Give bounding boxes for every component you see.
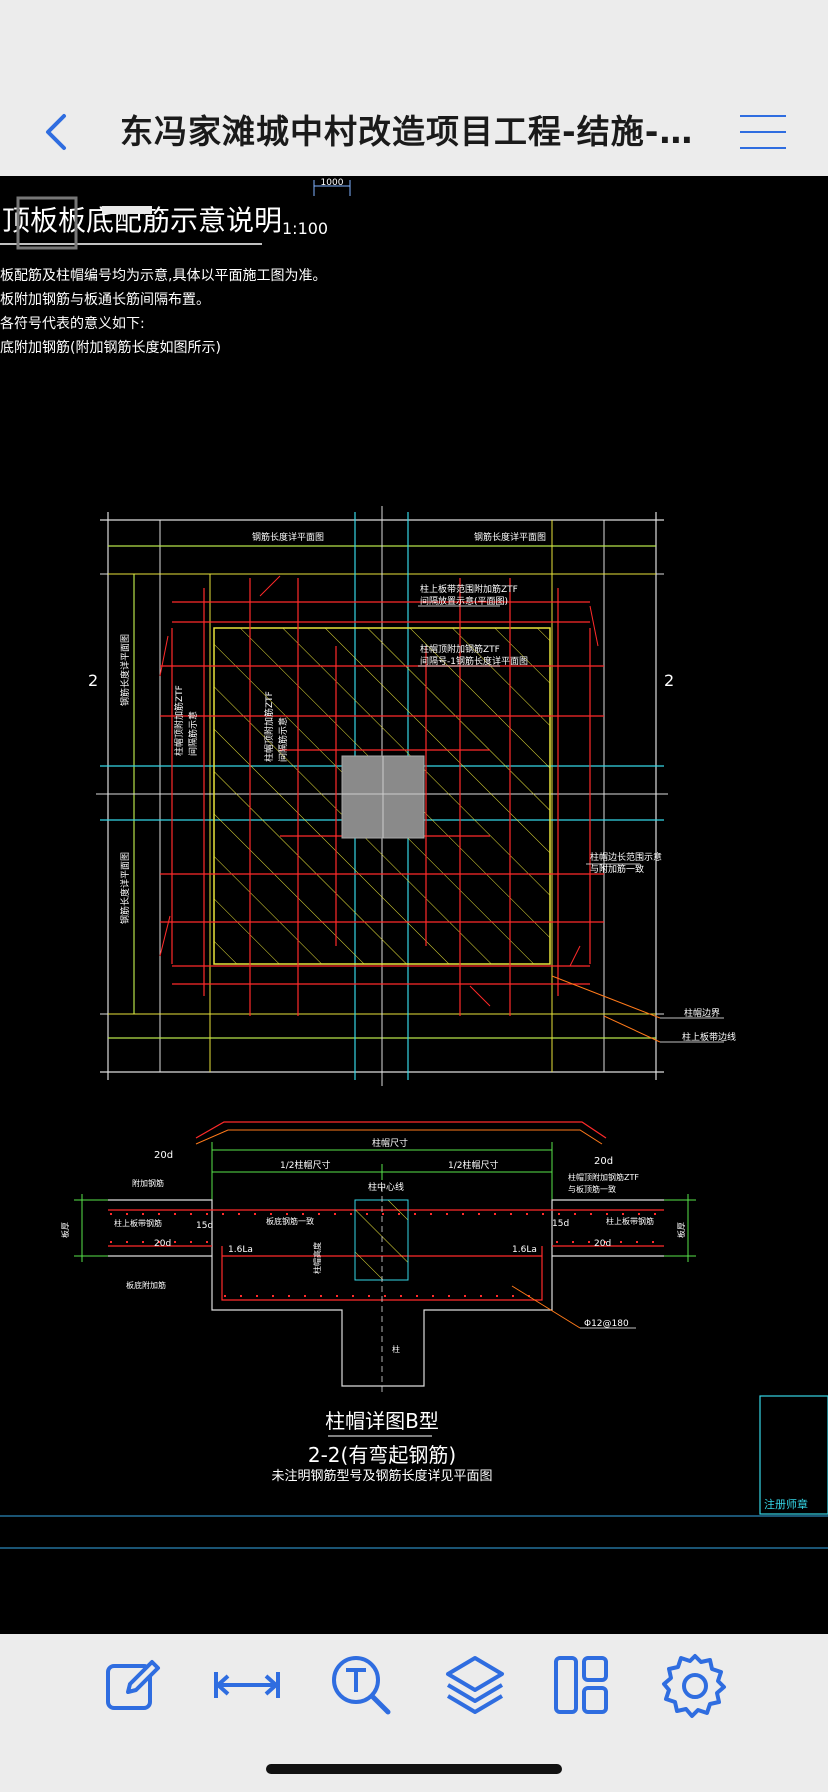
measure-button[interactable] [212,1650,282,1720]
settings-button[interactable] [660,1650,730,1720]
chevron-left-icon [46,114,66,150]
hamburger-menu-icon [740,115,786,149]
section-cap-height: 柱帽高度 [312,1242,322,1274]
section-mark-right: 2 [664,671,674,690]
menu-button[interactable] [738,112,788,152]
edit-button[interactable] [98,1650,168,1720]
section-half-right: 1/2柱帽尺寸 [448,1159,499,1171]
plan-note-vert-3: 柱帽顶附加筋ZTF [263,691,275,762]
plan-note-vert-2: 间隔筋示意 [187,711,199,756]
section-label-left-top: 附加钢筋 [132,1178,164,1188]
section-d20-mid-left: 20d [154,1239,171,1249]
nav-bar: 东冯家滩城中村改造项目工程-结施-… [0,90,828,177]
settings-icon [662,1654,726,1718]
section-label-right-top: 柱帽顶附加钢筋ZTF [568,1172,639,1182]
text-search-icon [332,1656,391,1715]
plan-label-top-left: 钢筋长度详平面图 [252,531,324,543]
note-line-3: 各符号代表的意义如下: [0,315,145,332]
plan-note-a2: 间隔放置示意(平面图) [420,595,508,607]
section-label-left-mid: 柱上板带钢筋 [114,1218,162,1228]
section-d20-mid-right: 20d [594,1239,611,1249]
plan-note-right-1: 柱帽边长范围示意 [590,851,662,863]
note-line-4: 底附加钢筋(附加钢筋长度如图所示) [0,339,221,356]
section-note: 未注明钢筋型号及钢筋长度详见平面图 [271,1468,492,1484]
plan-note-vert-4: 间隔筋示意 [277,717,289,762]
section-half-left: 1/2柱帽尺寸 [280,1159,331,1171]
drawing-canvas[interactable]: 1000 顶板板底配筋示意说明 1:100 板配筋及柱帽编号均为示意,具体以平面… [0,176,828,1634]
drawing-scale: 1:100 [282,219,328,238]
bottom-toolbar [0,1634,828,1792]
section-d15-left: 15d [196,1221,213,1231]
home-indicator[interactable] [266,1764,562,1774]
section-d20-right: 20d [594,1156,613,1167]
text-search-button[interactable] [326,1650,396,1720]
plan-label-top-right: 钢筋长度详平面图 [474,531,546,543]
stamp-label: 注册师章 [764,1497,808,1511]
plan-callout-2: 柱上板带边线 [682,1031,736,1043]
section-mark-left: 2 [88,671,98,690]
layers-icon [446,1656,504,1714]
dim-top: 1000 [321,178,344,188]
note-line-1: 板配筋及柱帽编号均为示意,具体以平面施工图为准。 [0,267,326,284]
layout-button[interactable] [550,1650,620,1720]
section-rebar: Φ12@180 [584,1319,629,1329]
stamp-box [759,1395,828,1515]
section-caption: 柱帽详图B型 [325,1409,439,1433]
section-la-left: 1.6La [228,1245,253,1255]
edit-icon [106,1660,160,1710]
plan-note-right-2: 与附加筋一致 [590,863,644,875]
plan-callout-1: 柱帽边界 [684,1007,720,1019]
layers-button[interactable] [440,1650,510,1720]
back-button[interactable] [36,110,80,154]
section-center: 柱中心线 [368,1181,404,1193]
section-la-right: 1.6La [512,1245,537,1255]
note-line-2: 板附加钢筋与板通长筋间隔布置。 [0,291,210,308]
status-bar [0,0,828,90]
section-column: 柱 [392,1344,400,1354]
plan-note-a: 柱上板带范围附加筋ZTF [420,583,518,595]
layout-icon [554,1656,608,1714]
plan-note-b2: 间隔号-1钢筋长度详平面图 [420,655,528,667]
section-label-right-top2: 与板顶筋一致 [568,1184,616,1194]
page-title: 东冯家滩城中村改造项目工程-结施-… [120,112,694,151]
plan-note-vert-1: 柱帽顶附加筋ZTF [173,685,185,756]
selection-bar [102,206,152,214]
section-sub: 2-2(有弯起钢筋) [308,1443,456,1467]
plan-note-left-1: 钢筋长度详平面图 [119,634,131,706]
plan-view: 2 2 钢筋长度详平面图 钢筋长度详平面图 柱上板带范围附加筋ZTF 间隔放置示… [88,506,736,1086]
move-handle-icon[interactable] [16,196,78,250]
section-view: 20d 20d 柱帽尺寸 1/2柱帽尺寸 1/2柱帽尺寸 柱中心线 [60,1121,696,1484]
measure-icon [214,1672,280,1698]
section-height-left: 板厚 [60,1222,70,1238]
plan-note-left-2: 钢筋长度详平面图 [119,852,131,924]
section-d20-left: 20d [154,1150,173,1161]
section-height-right: 板厚 [676,1222,686,1238]
section-d15-right: 15d [552,1219,569,1229]
plan-note-b: 柱帽顶附加钢筋ZTF [420,643,500,655]
section-mid-label: 板底钢筋一致 [266,1216,314,1226]
cad-drawing: 1000 顶板板底配筋示意说明 1:100 板配筋及柱帽编号均为示意,具体以平面… [0,178,828,1549]
section-total: 柱帽尺寸 [372,1137,408,1149]
section-bottom-left: 板底附加筋 [126,1280,166,1290]
section-label-right-mid: 柱上板带钢筋 [606,1216,654,1226]
